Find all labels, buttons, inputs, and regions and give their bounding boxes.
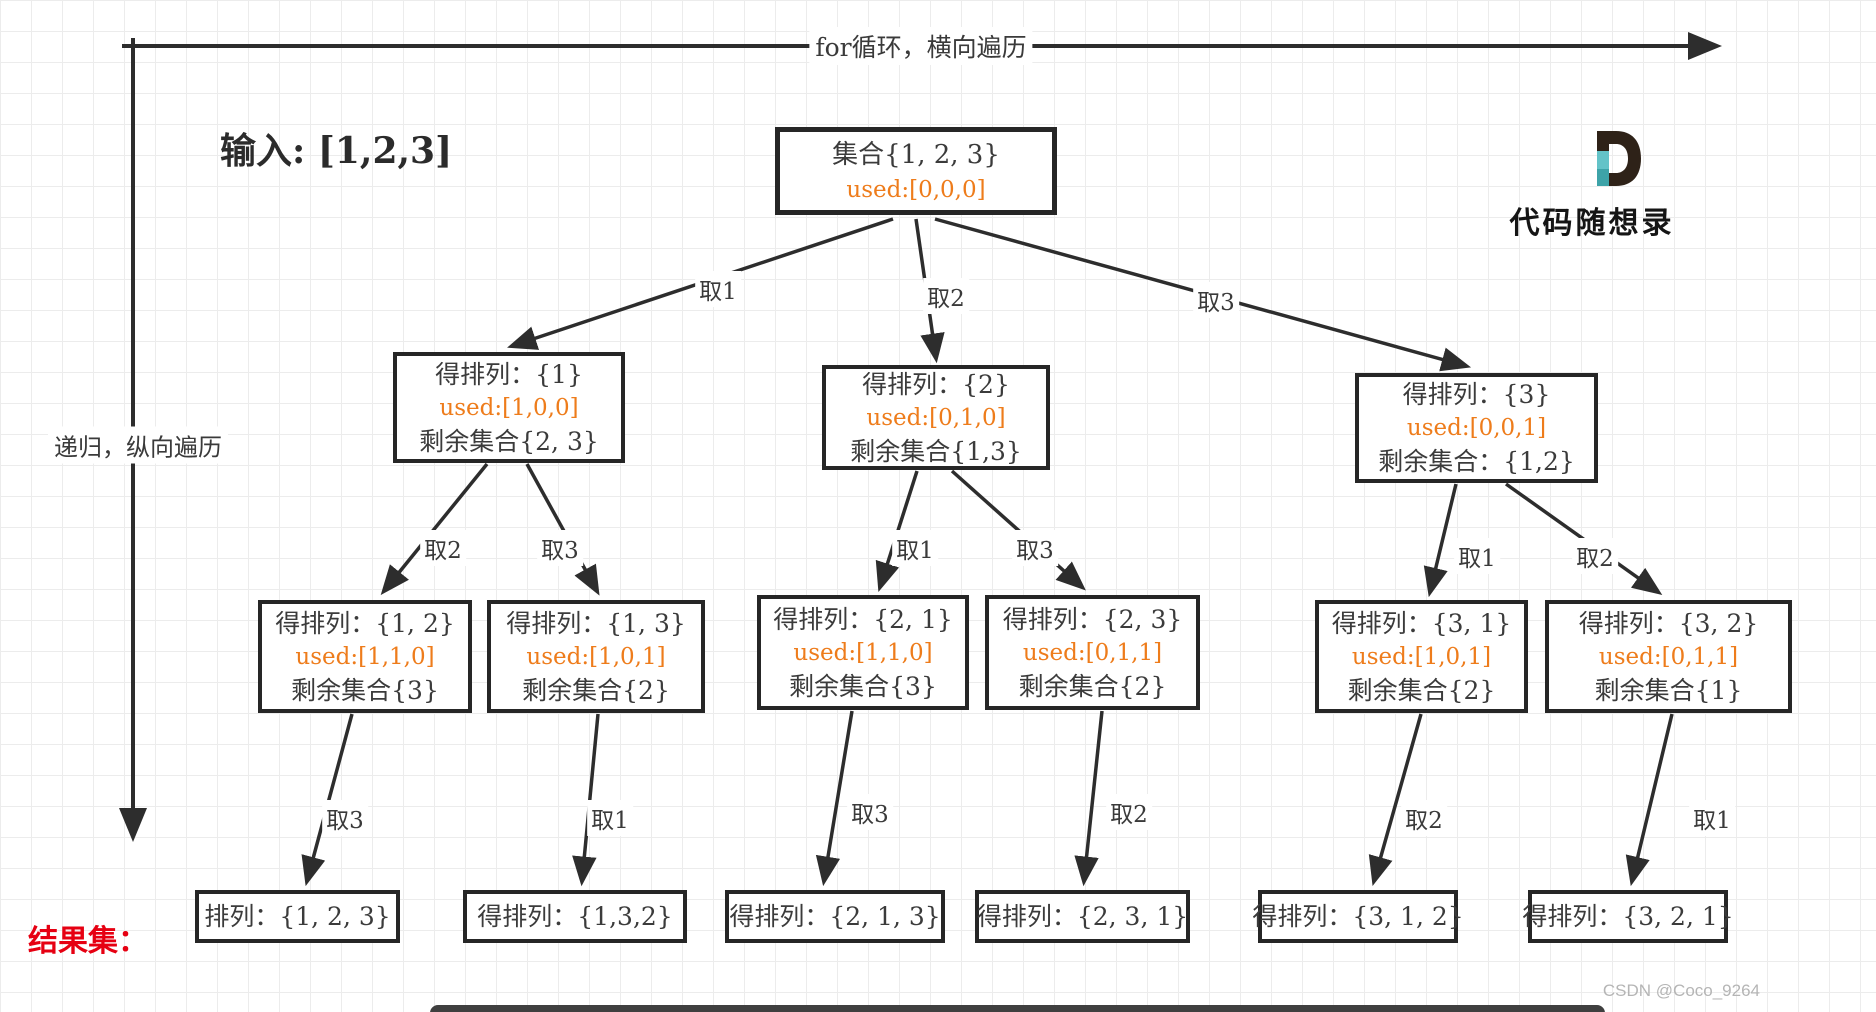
top-axis-label: for循环，横向遍历 — [809, 27, 1033, 65]
node-used: used:[1,0,1] — [526, 643, 666, 670]
level2-node: 得排列：{2} used:[0,1,0] 剩余集合{1,3} — [822, 365, 1050, 470]
edge-label: 取2 — [1572, 538, 1618, 574]
node-title: 集合{1, 2, 3} — [832, 140, 1000, 170]
logo: 代码随想录 — [1487, 130, 1697, 242]
level3-node: 得排列：{2, 1} used:[1,1,0] 剩余集合{3} — [757, 595, 969, 710]
node-used: used:[1,1,0] — [793, 639, 933, 666]
node-used: used:[0,1,1] — [1022, 639, 1163, 666]
watermark: CSDN @Coco_9264 — [1602, 981, 1760, 1000]
result-set-label: 结果集： — [28, 924, 148, 959]
node-used: used:[0,1,1] — [1598, 643, 1739, 670]
result-node: 得排列：{3, 1, 2} — [1252, 890, 1464, 943]
node-used: used:[0,0,0] — [846, 177, 986, 203]
edge-label: 取2 — [1106, 794, 1152, 830]
edge-l2b-l3c — [875, 470, 919, 593]
node-remain: 剩余集合{2} — [522, 675, 670, 705]
node-title: 得排列：{3, 2} — [1578, 608, 1759, 638]
level3-node: 得排列：{3, 2} used:[0,1,1] 剩余集合{1} — [1545, 600, 1792, 713]
logo-d-icon — [1535, 130, 1697, 192]
result-node: 得排列：{2, 3, 1} — [975, 890, 1190, 943]
logo-text: 代码随想录 — [1509, 206, 1675, 241]
edge-l3d-r4 — [1074, 710, 1104, 887]
node-title: 得排列：{3} — [1402, 380, 1551, 409]
node-remain: 剩余集合{2, 3} — [419, 426, 599, 456]
edge-label: 取1 — [1454, 538, 1500, 574]
result-node: 排列：{1, 2, 3} — [195, 890, 400, 943]
edge-label: 取3 — [322, 800, 368, 836]
edge-label: 取1 — [892, 530, 938, 566]
edge-label: 取2 — [1401, 800, 1447, 836]
edge-label: 取3 — [1012, 530, 1058, 566]
edge-l3a-r1 — [301, 713, 354, 887]
level3-node: 得排列：{2, 3} used:[0,1,1] 剩余集合{2} — [985, 595, 1200, 710]
edge-l2a-l3a — [380, 462, 489, 596]
edge-l2c-l3e — [1423, 483, 1458, 598]
node-title: 得排列：{2, 3} — [1002, 604, 1183, 634]
node-title: 得排列：{2, 1} — [773, 604, 953, 634]
level3-node: 得排列：{3, 1} used:[1,0,1] 剩余集合{2} — [1315, 600, 1528, 713]
input-label: 输入: [1,2,3] — [220, 130, 453, 172]
node-used: used:[1,0,1] — [1351, 643, 1492, 670]
node-remain: 剩余集合{1,3} — [850, 436, 1022, 466]
edge-label: 取3 — [1193, 282, 1239, 318]
node-used: used:[0,0,1] — [1406, 415, 1547, 441]
node-remain: 剩余集合{3} — [789, 671, 937, 701]
node-remain: 剩余集合{2} — [1347, 675, 1496, 705]
edge-l2b-l3d — [950, 469, 1086, 591]
edge-l3e-r5 — [1368, 713, 1423, 887]
node-used: used:[0,1,0] — [866, 404, 1006, 431]
node-title: 得排列：{2, 1, 3} — [729, 902, 941, 931]
left-axis-label: 递归，纵向遍历 — [48, 426, 228, 464]
edge-label: 取1 — [1689, 800, 1735, 836]
node-remain: 剩余集合{1} — [1594, 675, 1743, 705]
node-title: 得排列：{2, 3, 1} — [976, 902, 1189, 931]
node-used: used:[1,1,0] — [295, 643, 435, 670]
edge-label: 取3 — [847, 794, 893, 830]
result-node: 得排列：{3, 2, 1} — [1522, 890, 1734, 943]
edge-l2a-l3b — [525, 463, 600, 596]
edge-label: 取3 — [537, 530, 583, 566]
node-remain: 剩余集合{3} — [291, 675, 439, 705]
node-title: 排列：{1, 2, 3} — [204, 902, 391, 931]
node-title: 得排列：{2} — [862, 369, 1010, 399]
level3-node: 得排列：{1, 3} used:[1,0,1] 剩余集合{2} — [487, 600, 705, 713]
node-title: 得排列：{1, 2} — [275, 608, 455, 638]
node-title: 得排列：{3, 2, 1} — [1522, 902, 1734, 931]
edge-l3b-r2 — [572, 713, 600, 887]
node-title: 得排列：{1} — [435, 359, 583, 389]
node-used: used:[1,0,0] — [439, 394, 579, 421]
edge-label: 取1 — [695, 271, 741, 307]
node-title: 得排列：{3, 1} — [1331, 608, 1512, 638]
bottom-bar — [430, 1005, 1605, 1012]
level2-node: 得排列：{3} used:[0,0,1] 剩余集合：{1,2} — [1355, 373, 1598, 483]
edge-label: 取1 — [587, 800, 633, 836]
node-remain: 剩余集合：{1,2} — [1378, 447, 1575, 476]
result-node: 得排列：{2, 1, 3} — [725, 890, 945, 943]
node-title: 得排列：{1, 3} — [506, 608, 686, 638]
node-title: 得排列：{3, 1, 2} — [1252, 902, 1464, 931]
edge-label: 取2 — [923, 278, 969, 314]
level2-node: 得排列：{1} used:[1,0,0] 剩余集合{2, 3} — [393, 352, 625, 463]
edge-label: 取2 — [420, 530, 466, 566]
result-node: 得排列：{1,3,2} — [463, 890, 687, 943]
edge-l3f-r6 — [1625, 713, 1674, 887]
node-title: 得排列：{1,3,2} — [477, 902, 673, 931]
node-remain: 剩余集合{2} — [1018, 671, 1167, 701]
level3-node: 得排列：{1, 2} used:[1,1,0] 剩余集合{3} — [258, 600, 472, 713]
root-node: 集合{1, 2, 3} used:[0,0,0] — [775, 127, 1057, 215]
